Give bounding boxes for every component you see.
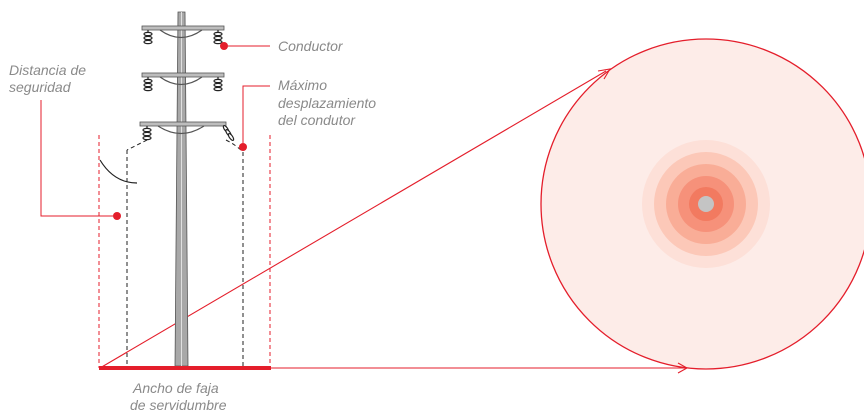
zoom-detail-circle [540,38,864,370]
transmission-tower [139,11,227,367]
label-max-displacement-line1: Máximo [278,77,328,93]
swung-conductor [99,159,138,184]
displacement-lines [126,139,244,366]
label-easement-width-line1: Ancho de faja [133,380,219,396]
label-easement-width-line2: de servidumbre [130,397,227,413]
easement-boundaries [98,135,271,368]
insulator-low-left [142,126,152,141]
easement-ground-bar [99,366,271,370]
insulator-low-right-swung [222,124,235,142]
insulators [142,30,235,142]
insulator-mid-left [143,77,153,92]
callout-conductor [220,42,270,50]
callout-max-displacement [239,85,270,151]
label-safety-distance-line2: seguridad [9,79,71,95]
label-conductor: Conductor [278,38,343,54]
callout-safety-distance [40,100,121,220]
insulator-top-left [143,30,153,45]
insulator-top-right [213,30,223,45]
label-max-displacement-line2: desplazamiento [278,95,377,111]
label-safety-distance-line1: Distancia de [9,62,87,78]
label-max-displacement-line3: del condutor [278,112,356,128]
conductor-core [698,196,714,212]
insulator-mid-right [213,77,223,92]
